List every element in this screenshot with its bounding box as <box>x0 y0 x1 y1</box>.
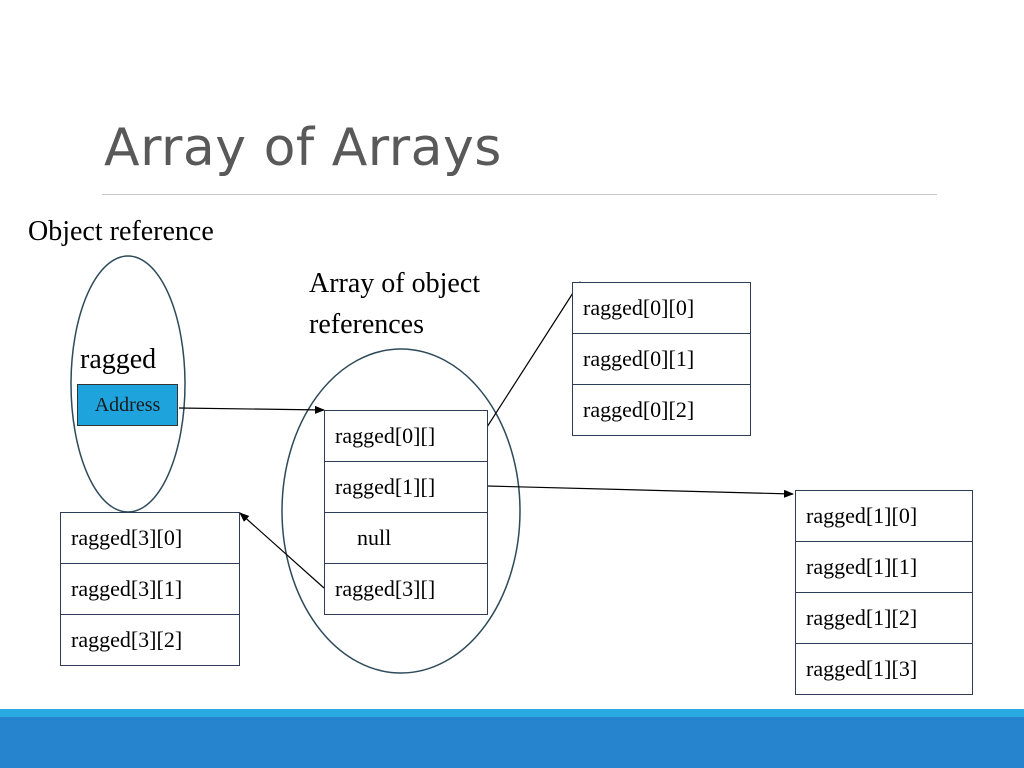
row0-cell: ragged[0][0] <box>572 282 751 334</box>
footer-band-dark <box>0 717 1024 768</box>
middle-cell: null <box>324 512 488 564</box>
arrow-row3 <box>239 512 325 589</box>
row0-cell: ragged[0][2] <box>572 384 751 436</box>
row1-cell: ragged[1][3] <box>795 643 973 695</box>
row1-cell: ragged[1][1] <box>795 541 973 593</box>
array-of-references-label-line1: Array of object <box>309 268 481 299</box>
slide-title: Array of Arrays <box>104 118 502 178</box>
footer-band-light <box>0 709 1024 717</box>
row3-cell: ragged[3][2] <box>60 614 240 666</box>
object-reference-label: Object reference <box>28 216 214 247</box>
title-divider <box>102 194 937 195</box>
array-of-references-ellipse <box>281 348 521 674</box>
row1-cell: ragged[1][0] <box>795 490 973 542</box>
row3-cell: ragged[3][0] <box>60 512 240 564</box>
row1-cell: ragged[1][2] <box>795 592 973 644</box>
address-box: Address <box>77 384 178 426</box>
middle-cell: ragged[0][] <box>324 410 488 462</box>
middle-cell: ragged[3][] <box>324 563 488 615</box>
row0-cell: ragged[0][1] <box>572 333 751 385</box>
arrow-row0 <box>486 281 581 428</box>
arrow-address-to-array <box>178 405 325 414</box>
arrow-row1 <box>486 485 794 498</box>
variable-name-label: ragged <box>80 344 157 375</box>
middle-cell: ragged[1][] <box>324 461 488 513</box>
row3-cell: ragged[3][1] <box>60 563 240 615</box>
array-of-references-label-line2: references <box>309 309 425 340</box>
